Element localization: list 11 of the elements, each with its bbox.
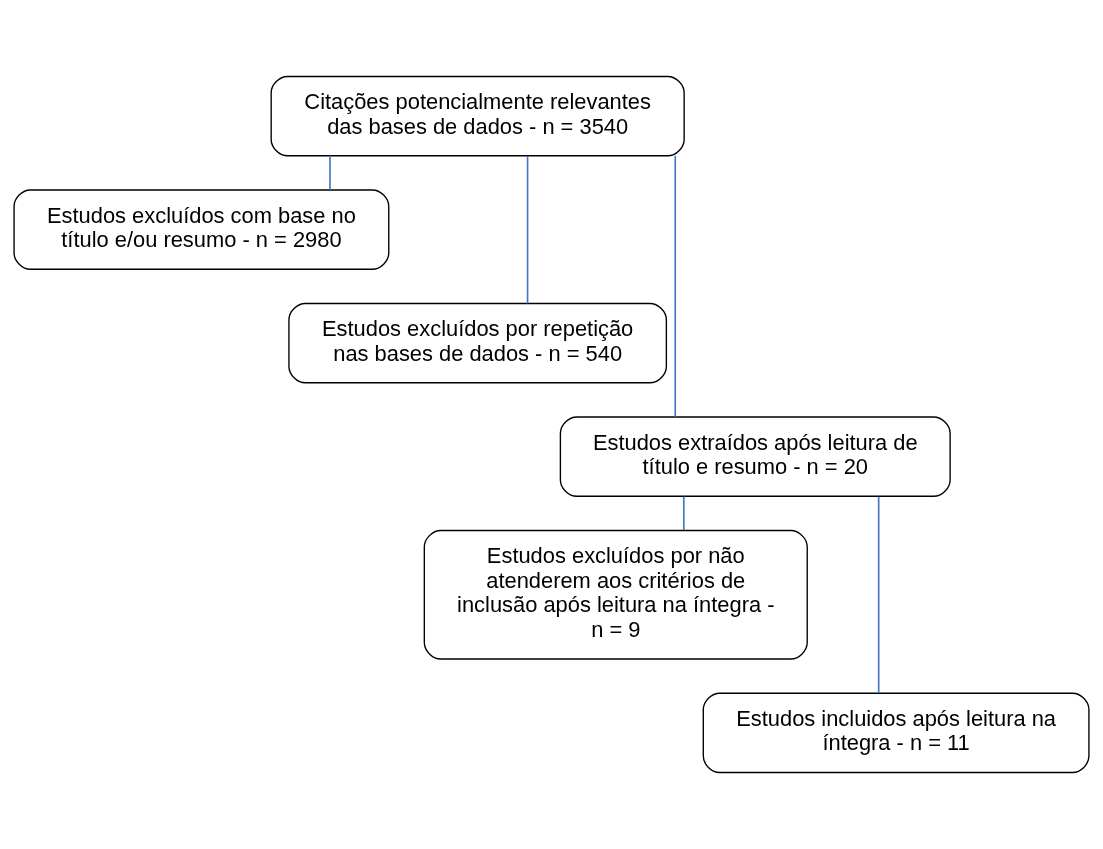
node-box: Estudos excluídos por repetição nas bases de dados - n = 540	[288, 302, 668, 384]
connector	[526, 155, 529, 305]
connector	[329, 155, 331, 191]
node-box: Citações potencialmente relevantes das bases de dados - n = 3540	[270, 75, 685, 157]
connector	[674, 155, 677, 418]
node-box: Estudos excluídos por não atenderem aos critérios de inclusão após leitura na íntegra - n = 9	[423, 529, 808, 660]
connector	[683, 495, 685, 531]
node-box: Estudos incluidos após leitura na íntegra - n = 11	[702, 692, 1090, 774]
connector	[877, 496, 880, 694]
node-box: Estudos extraídos após leitura de título e resumo - n = 20	[559, 416, 951, 497]
node-box: Estudos excluídos com base no título e/ou resumo - n = 2980	[13, 189, 390, 270]
